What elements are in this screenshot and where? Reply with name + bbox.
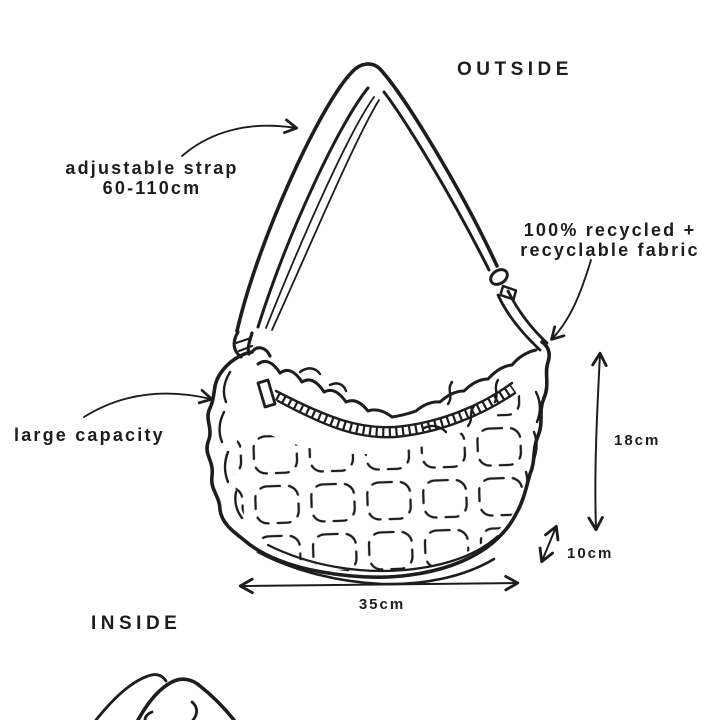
inside-view-partial-drawing bbox=[94, 673, 236, 720]
annotation-adjustable-strap: adjustable strap 60-110cm bbox=[40, 159, 264, 199]
zipper-drawing bbox=[256, 378, 517, 439]
dimension-label-width: 35cm bbox=[358, 596, 406, 613]
annotation-adjustable-strap-line1: adjustable strap bbox=[65, 158, 239, 178]
fabric-annotation-arrow bbox=[550, 259, 592, 341]
strap-drawing bbox=[232, 62, 549, 359]
strap-buckle bbox=[489, 268, 518, 301]
strap-annotation-arrow bbox=[181, 118, 299, 157]
annotation-adjustable-strap-line2: 60-110cm bbox=[102, 178, 202, 198]
zipper-pull bbox=[256, 378, 277, 409]
depth-dimension-arrow bbox=[538, 524, 560, 564]
annotation-recycled-fabric-line1: 100% recycled + bbox=[523, 220, 697, 240]
quilted-texture bbox=[233, 392, 530, 573]
bag-body-drawing bbox=[205, 340, 551, 586]
dimension-label-height: 18cm bbox=[614, 432, 661, 449]
capacity-annotation-arrow bbox=[83, 388, 214, 418]
height-dimension-arrow bbox=[587, 351, 608, 532]
section-label-inside: INSIDE bbox=[91, 613, 182, 634]
dimension-label-depth: 10cm bbox=[567, 545, 614, 562]
annotation-recycled-fabric-line2: recyclable fabric bbox=[520, 240, 700, 260]
annotation-recycled-fabric: 100% recycled + recyclable fabric bbox=[505, 221, 715, 261]
annotation-large-capacity: large capacity bbox=[14, 425, 165, 445]
width-dimension-arrow bbox=[238, 574, 520, 595]
section-label-outside: OUTSIDE bbox=[457, 59, 573, 80]
